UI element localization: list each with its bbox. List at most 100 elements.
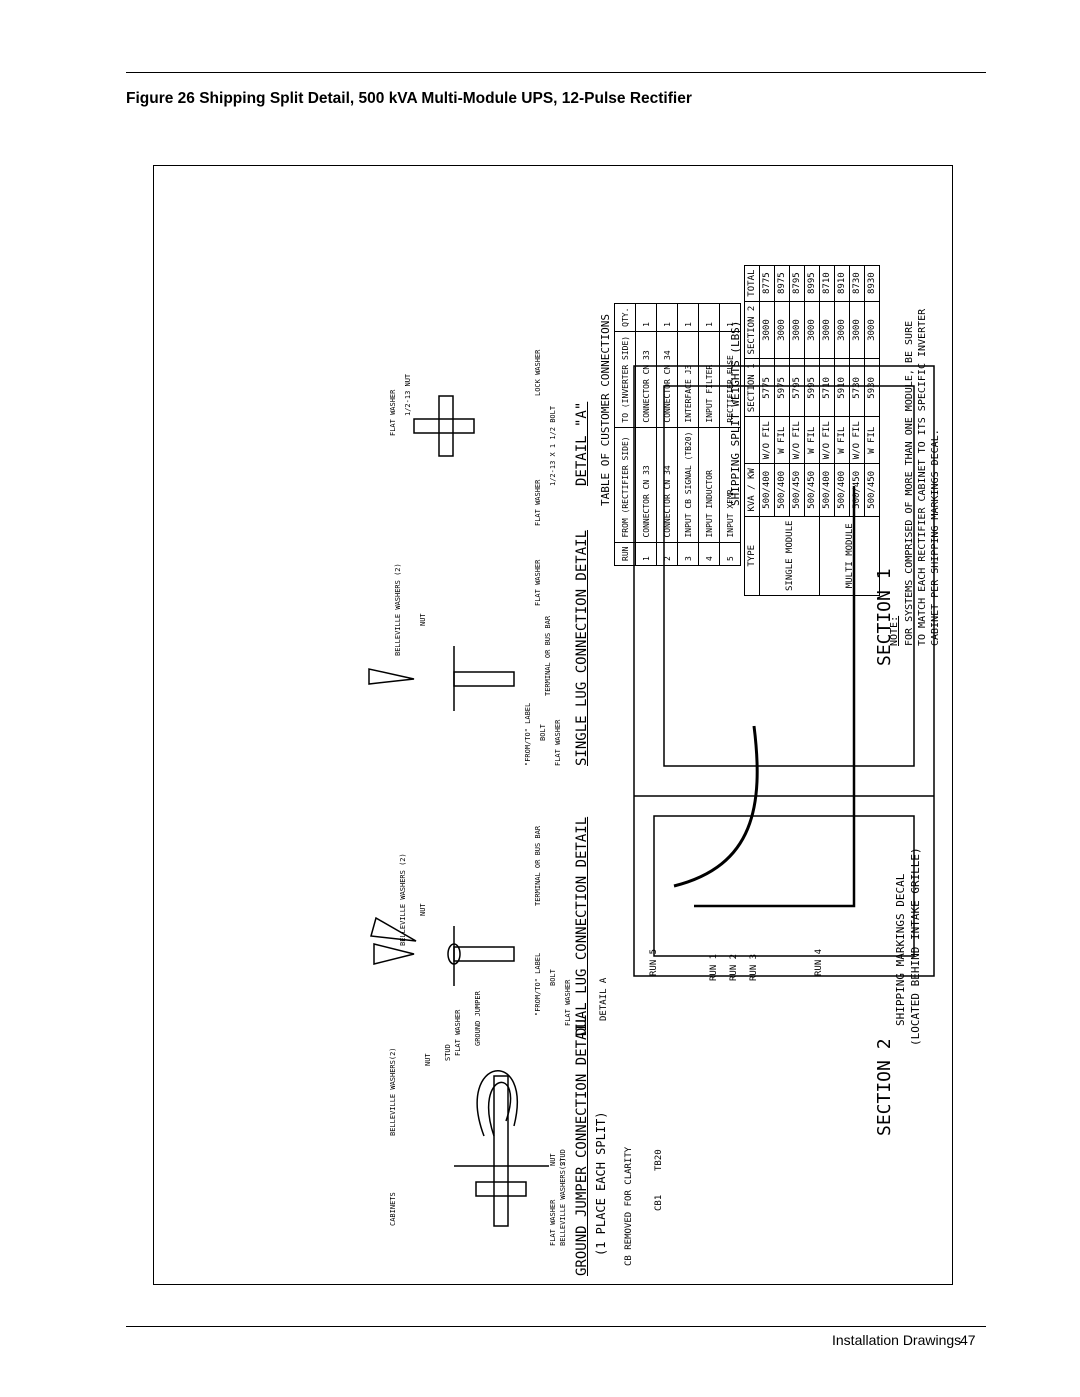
footer-page-number: 47 <box>960 1332 976 1348</box>
conn-cell: INPUT CB SIGNAL (TB20) <box>677 427 699 543</box>
gj-label-belleville-2: BELLEVILLE WASHERS(2) <box>559 1157 567 1246</box>
wt-type: MULTI MODULE <box>819 516 880 596</box>
tb20-label: TB20 <box>654 1149 664 1171</box>
gj-label-ground-jumper: GROUND JUMPER <box>474 991 482 1046</box>
conn-cell: 1 <box>698 303 720 332</box>
gj-label-flat-washer: FLAT WASHER <box>454 1009 462 1056</box>
conn-cell: 4 <box>698 542 720 566</box>
wt-header: KVA / KW <box>744 463 760 517</box>
wt-cell: 8730 <box>849 265 865 302</box>
dl-label-terminal: TERMINAL OR BUS BAR <box>534 825 542 906</box>
wt-cell: 5910 <box>834 358 850 417</box>
run5-label: RUN 5 <box>649 948 659 976</box>
wt-cell: 8795 <box>789 265 805 302</box>
wt-cell: 8775 <box>759 265 775 302</box>
wt-type: SINGLE MODULE <box>759 516 820 596</box>
wt-cell: 500/450 <box>864 463 880 517</box>
wt-cell: 5795 <box>789 358 805 417</box>
wt-cell: 5975 <box>774 358 790 417</box>
conn-cell: 1 <box>656 303 678 332</box>
sl-label-bolt: BOLT <box>539 724 547 741</box>
conn-cell: 2 <box>656 542 678 566</box>
note-label: NOTE: <box>889 615 900 646</box>
shipping-decal-label: SHIPPING MARKINGS DECAL <box>894 873 907 1026</box>
cb-removed-label: CB REMOVED FOR CLARITY <box>624 1146 634 1266</box>
wt-cell: 3000 <box>834 301 850 359</box>
top-rule <box>126 72 986 73</box>
rotated-drawing: GROUND JUMPER CONNECTION DETAIL (1 PLACE… <box>154 166 952 1284</box>
da-label-bolt: 1/2-13 X 1 1/2 BOLT <box>549 405 557 486</box>
weights-title: SHIPPING SPLIT WEIGHTS (LBS) <box>729 320 742 506</box>
weights-table: TYPE KVA / KW SECTION 1 SECTION 2 TOTAL … <box>744 265 880 596</box>
gj-label-stud-2: STUD <box>559 1149 567 1166</box>
wt-cell: 500/400 <box>819 463 835 517</box>
run2-label: RUN 2 <box>729 953 739 981</box>
wt-cell: 5710 <box>819 358 835 417</box>
note-line-1: FOR SYSTEMS COMPRISED OF MORE THAN ONE M… <box>904 320 915 646</box>
wt-cell: 500/450 <box>789 463 805 517</box>
wt-cell: W FIL <box>834 416 850 464</box>
wt-cell: 8930 <box>864 265 880 302</box>
wt-cell: 3000 <box>819 301 835 359</box>
sl-label-flat-washer-2: FLAT WASHER <box>534 559 542 606</box>
run1-label: RUN 1 <box>709 953 719 981</box>
run4-label: RUN 4 <box>814 948 824 976</box>
sl-label-belleville: BELLEVILLE WASHERS (2) <box>394 563 402 656</box>
da-label-lock-washer: LOCK WASHER <box>534 349 542 396</box>
wt-cell: 500/400 <box>759 463 775 517</box>
wt-header <box>744 416 760 464</box>
conn-cell: INPUT FILTER <box>698 331 720 428</box>
wt-header: TOTAL <box>744 265 760 302</box>
conn-cell: 1 <box>635 303 657 332</box>
conn-cell: 3 <box>677 542 699 566</box>
detail-sketches <box>368 365 935 1227</box>
gj-label-belleville: BELLEVILLE WASHERS(2) <box>389 1047 397 1136</box>
decal-location-label: (LOCATED BEHIND INTAKE GRILLE) <box>909 847 922 1046</box>
conn-cell: INTERFACE J3 <box>677 331 699 428</box>
wt-header: SECTION 1 <box>744 358 760 417</box>
wt-cell: W/O FIL <box>849 416 865 464</box>
wt-cell: 500/400 <box>774 463 790 517</box>
wt-cell: 500/450 <box>849 463 865 517</box>
footer-section: Installation Drawings <box>832 1332 962 1348</box>
note-line-3: CABINET PER SHIPPING MARKINGS DECAL. <box>930 429 941 646</box>
conn-cell: INPUT INDUCTOR <box>698 427 720 543</box>
dual-lug-title: DUAL LUG CONNECTION DETAIL <box>574 816 590 1036</box>
dl-label-nut: NUT <box>419 903 427 916</box>
drawing-frame: GROUND JUMPER CONNECTION DETAIL (1 PLACE… <box>153 165 953 1285</box>
da-label-flat-washer-2: FLAT WASHER <box>389 389 397 436</box>
wt-cell: W FIL <box>774 416 790 464</box>
wt-cell: 3000 <box>804 301 820 359</box>
wt-header: TYPE <box>744 516 760 596</box>
conn-header: TO (INVERTER SIDE) <box>614 331 636 428</box>
dl-label-belleville: BELLEVILLE WASHERS (2) <box>399 853 407 946</box>
dl-label-flat-washer: FLAT WASHER <box>564 979 572 1026</box>
wt-cell: 8710 <box>819 265 835 302</box>
single-lug-title: SINGLE LUG CONNECTION DETAIL <box>574 529 590 766</box>
note-line-2: TO MATCH EACH RECTIFIER CABINET TO ITS S… <box>917 308 928 646</box>
wt-cell: W FIL <box>804 416 820 464</box>
gj-label-nut: NUT <box>424 1053 432 1066</box>
wt-cell: W/O FIL <box>789 416 805 464</box>
wt-cell: 500/450 <box>804 463 820 517</box>
wt-cell: 3000 <box>864 301 880 359</box>
wt-cell: 500/400 <box>834 463 850 517</box>
conn-cell: CONNECTOR CN 33 <box>635 331 657 428</box>
gj-label-cabinets: CABINETS <box>389 1192 397 1226</box>
wt-cell: 3000 <box>759 301 775 359</box>
connections-title: TABLE OF CUSTOMER CONNECTIONS <box>599 313 612 506</box>
wt-cell: 8995 <box>804 265 820 302</box>
wt-cell: W/O FIL <box>819 416 835 464</box>
conn-cell: 1 <box>635 542 657 566</box>
wt-cell: 8975 <box>774 265 790 302</box>
wt-cell: 5775 <box>759 358 775 417</box>
diagram-detail-a: DETAIL A <box>599 977 609 1021</box>
wt-cell: 5930 <box>864 358 880 417</box>
detail-a-title: DETAIL "A" <box>574 401 590 486</box>
